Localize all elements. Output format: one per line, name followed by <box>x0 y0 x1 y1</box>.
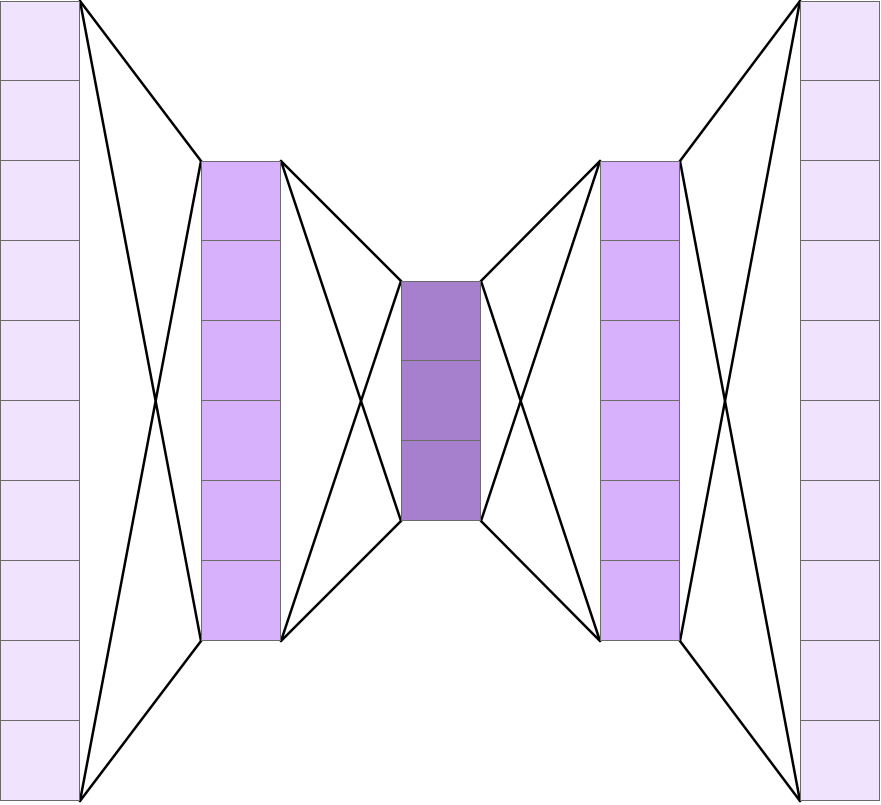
encoder-hidden-layer-unit <box>201 561 281 641</box>
connection-cross-up <box>279 279 403 643</box>
connection-cross-down <box>279 159 403 523</box>
output-layer-unit <box>800 721 880 801</box>
connection-top <box>678 0 802 163</box>
connection-bottom <box>479 519 602 643</box>
encoder-hidden-layer-unit <box>201 481 281 561</box>
decoder-hidden-layer-unit <box>600 481 680 561</box>
input-layer-unit <box>0 721 80 801</box>
bottleneck-layer-unit <box>401 281 481 361</box>
bottleneck-layer <box>401 281 481 521</box>
encoder-hidden-layer-unit <box>201 161 281 241</box>
connection-cross-up <box>678 0 802 643</box>
connection-cross-up <box>78 159 203 803</box>
connection-cross-down <box>78 0 203 643</box>
output-layer-unit <box>800 241 880 321</box>
input-layer-unit <box>0 81 80 161</box>
connection-cross-down <box>678 159 802 803</box>
encoder-hidden-layer <box>201 161 281 641</box>
output-layer <box>800 1 880 801</box>
decoder-hidden-layer-unit <box>600 561 680 641</box>
input-layer-unit <box>0 401 80 481</box>
output-layer-unit <box>800 481 880 561</box>
bottleneck-layer-unit <box>401 361 481 441</box>
connection-bottom <box>78 639 203 803</box>
input-layer-unit <box>0 561 80 641</box>
output-layer-unit <box>800 561 880 641</box>
connection-top <box>279 159 403 283</box>
input-layer-unit <box>0 321 80 401</box>
connection-cross-up <box>479 159 602 523</box>
output-layer-unit <box>800 321 880 401</box>
connection-top <box>78 0 203 163</box>
decoder-hidden-layer-unit <box>600 401 680 481</box>
input-layer-unit <box>0 1 80 81</box>
input-layer-unit <box>0 481 80 561</box>
input-layer-unit <box>0 241 80 321</box>
encoder-hidden-layer-unit <box>201 321 281 401</box>
connection-bottom <box>279 519 403 643</box>
connection-cross-down <box>479 279 602 643</box>
decoder-hidden-layer-unit <box>600 241 680 321</box>
output-layer-unit <box>800 161 880 241</box>
input-layer <box>0 1 80 801</box>
output-layer-unit <box>800 81 880 161</box>
output-layer-unit <box>800 401 880 481</box>
connection-top <box>479 159 602 283</box>
input-layer-unit <box>0 161 80 241</box>
input-layer-unit <box>0 641 80 721</box>
decoder-hidden-layer-unit <box>600 161 680 241</box>
decoder-hidden-layer-unit <box>600 321 680 401</box>
decoder-hidden-layer <box>600 161 680 641</box>
encoder-hidden-layer-unit <box>201 241 281 321</box>
output-layer-unit <box>800 1 880 81</box>
connection-bottom <box>678 639 802 803</box>
output-layer-unit <box>800 641 880 721</box>
encoder-hidden-layer-unit <box>201 401 281 481</box>
bottleneck-layer-unit <box>401 441 481 521</box>
